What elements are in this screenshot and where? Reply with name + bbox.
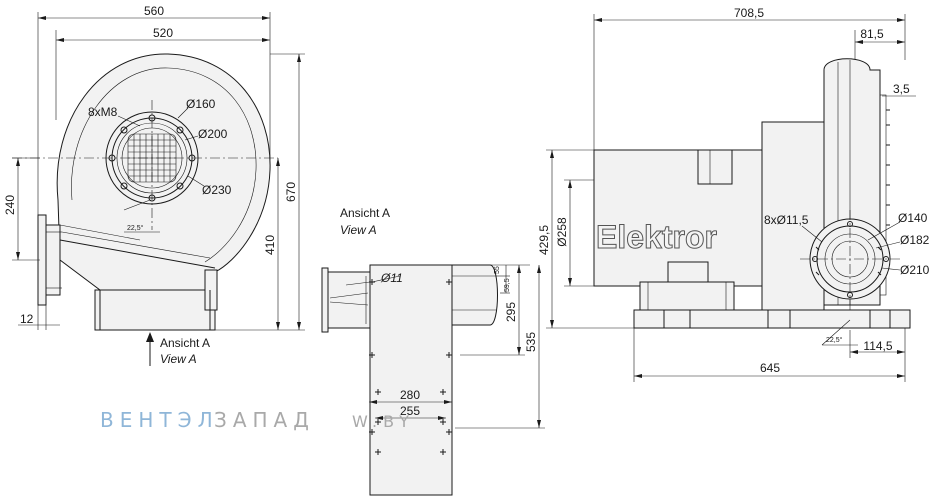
view-a-title-en: View A: [340, 223, 377, 237]
dim-280: 280: [400, 388, 420, 402]
watermark: ВЕНТЭЛ ЗАПАД W.BY: [100, 408, 415, 432]
dim-114-5: 114,5: [863, 339, 892, 353]
dim-d258: Ø258: [555, 217, 569, 247]
dim-255: 255: [400, 404, 420, 418]
brand-logo-text: Elektror: [596, 219, 717, 255]
front-view: 560 520: [3, 4, 305, 366]
label-d230: Ø230: [202, 183, 232, 197]
watermark-part3: W.BY: [352, 412, 415, 431]
dim-240: 240: [3, 195, 17, 215]
dim-560: 560: [144, 4, 164, 18]
watermark-part2: ЗАПАД: [214, 408, 315, 432]
label-8xm8: 8xM8: [88, 105, 118, 119]
dim-3-5: 3,5: [893, 82, 910, 96]
label-d200: Ø200: [198, 127, 228, 141]
view-a-label-de: Ansicht A: [160, 336, 210, 350]
dim-d140: Ø140: [898, 211, 928, 225]
view-a: Ansicht A View A Ø11 55 59,5 295: [321, 206, 545, 496]
label-angle-side: 22,5°: [826, 336, 843, 344]
label-d160: Ø160: [186, 97, 216, 111]
view-a-label-en: View A: [160, 352, 197, 366]
dim-59-5: 59,5: [504, 278, 511, 292]
dim-d182: Ø182: [900, 233, 930, 247]
label-angle-front: 22,5°: [127, 224, 144, 232]
dim-295: 295: [504, 302, 518, 322]
dim-hole-d11: Ø11: [380, 271, 403, 285]
dim-670: 670: [284, 182, 298, 202]
dim-55: 55: [494, 266, 501, 274]
watermark-part1: ВЕНТЭЛ: [100, 408, 219, 432]
view-a-title-de: Ansicht A: [340, 206, 390, 220]
dim-535: 535: [524, 332, 538, 352]
side-view: 708,5 81,5 3,5 Elektror: [537, 6, 930, 382]
dim-520: 520: [153, 26, 173, 40]
dim-410: 410: [263, 235, 277, 255]
dim-645: 645: [760, 361, 780, 375]
dim-429-5: 429,5: [537, 225, 551, 255]
dim-d210: Ø210: [900, 263, 930, 277]
dim-708-5: 708,5: [734, 6, 764, 20]
dim-12: 12: [20, 312, 34, 326]
label-8xd11-5: 8xØ11,5: [764, 213, 809, 227]
dim-81-5: 81,5: [860, 27, 884, 41]
